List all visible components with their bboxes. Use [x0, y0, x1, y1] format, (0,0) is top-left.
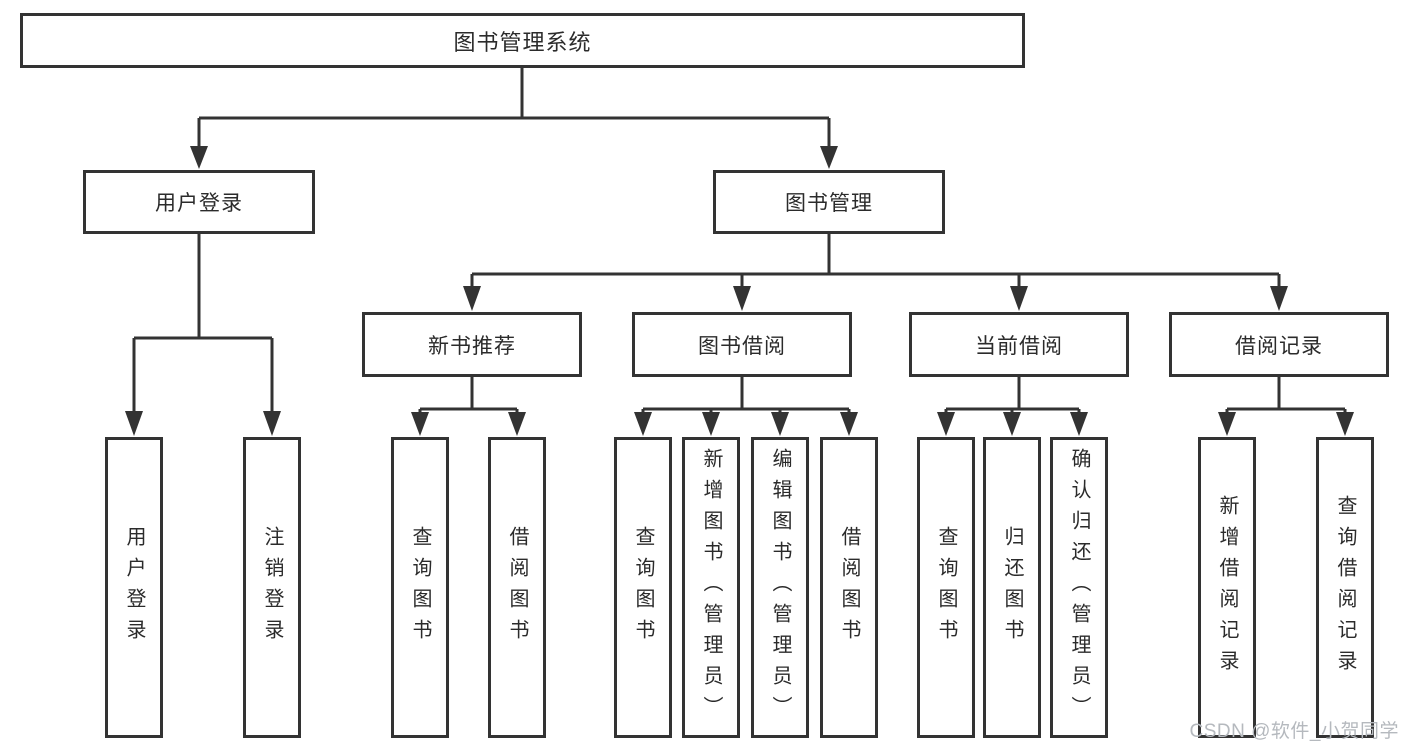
leaf-query-books: 查询图书	[917, 437, 975, 738]
leaf-label: 新增借阅记录	[1216, 494, 1238, 681]
node-label: 新书推荐	[428, 334, 516, 358]
leaf-label: 注销登录	[261, 525, 283, 650]
leaf-label: 借阅图书	[506, 525, 528, 650]
node-book-management: 图书管理	[713, 170, 945, 234]
node-borrowing-records: 借阅记录	[1169, 312, 1389, 377]
node-label: 图书借阅	[698, 334, 786, 358]
leaf-label: 新增图书（管理员）	[700, 448, 722, 727]
node-label: 当前借阅	[975, 334, 1063, 358]
node-label: 图书管理系统	[453, 29, 592, 55]
node-library-management-system: 图书管理系统	[20, 13, 1025, 68]
node-current-borrowing: 当前借阅	[909, 312, 1129, 377]
leaf-label: 借阅图书	[838, 525, 860, 650]
leaf-return-books: 归还图书	[983, 437, 1041, 738]
leaf-user-login: 用户登录	[105, 437, 163, 738]
node-user-login: 用户登录	[83, 170, 315, 234]
leaf-edit-books-admin: 编辑图书（管理员）	[751, 437, 809, 738]
leaf-borrow-books: 借阅图书	[820, 437, 878, 738]
leaf-borrow-books: 借阅图书	[488, 437, 546, 738]
leaf-confirm-return-admin: 确认归还（管理员）	[1050, 437, 1108, 738]
node-label: 借阅记录	[1235, 334, 1323, 358]
leaf-add-borrow-record: 新增借阅记录	[1198, 437, 1256, 738]
leaf-label: 查询图书	[632, 525, 654, 650]
leaf-label: 查询图书	[935, 525, 957, 650]
node-new-book-recommendation: 新书推荐	[362, 312, 582, 377]
leaf-query-borrow-record: 查询借阅记录	[1316, 437, 1374, 738]
node-book-borrowing: 图书借阅	[632, 312, 852, 377]
leaf-label: 编辑图书（管理员）	[769, 448, 791, 727]
leaf-label: 查询借阅记录	[1334, 494, 1356, 681]
node-label: 图书管理	[785, 192, 873, 215]
leaf-query-books: 查询图书	[391, 437, 449, 738]
leaf-label: 确认归还（管理员）	[1068, 448, 1090, 727]
leaf-label: 查询图书	[409, 525, 431, 650]
leaf-query-books: 查询图书	[614, 437, 672, 738]
csdn-watermark: CSDN @软件_小贺同学	[1189, 721, 1399, 742]
node-label: 用户登录	[155, 192, 243, 215]
leaf-add-books-admin: 新增图书（管理员）	[682, 437, 740, 738]
leaf-logout: 注销登录	[243, 437, 301, 738]
leaf-label: 归还图书	[1001, 525, 1023, 650]
leaf-label: 用户登录	[123, 525, 145, 650]
